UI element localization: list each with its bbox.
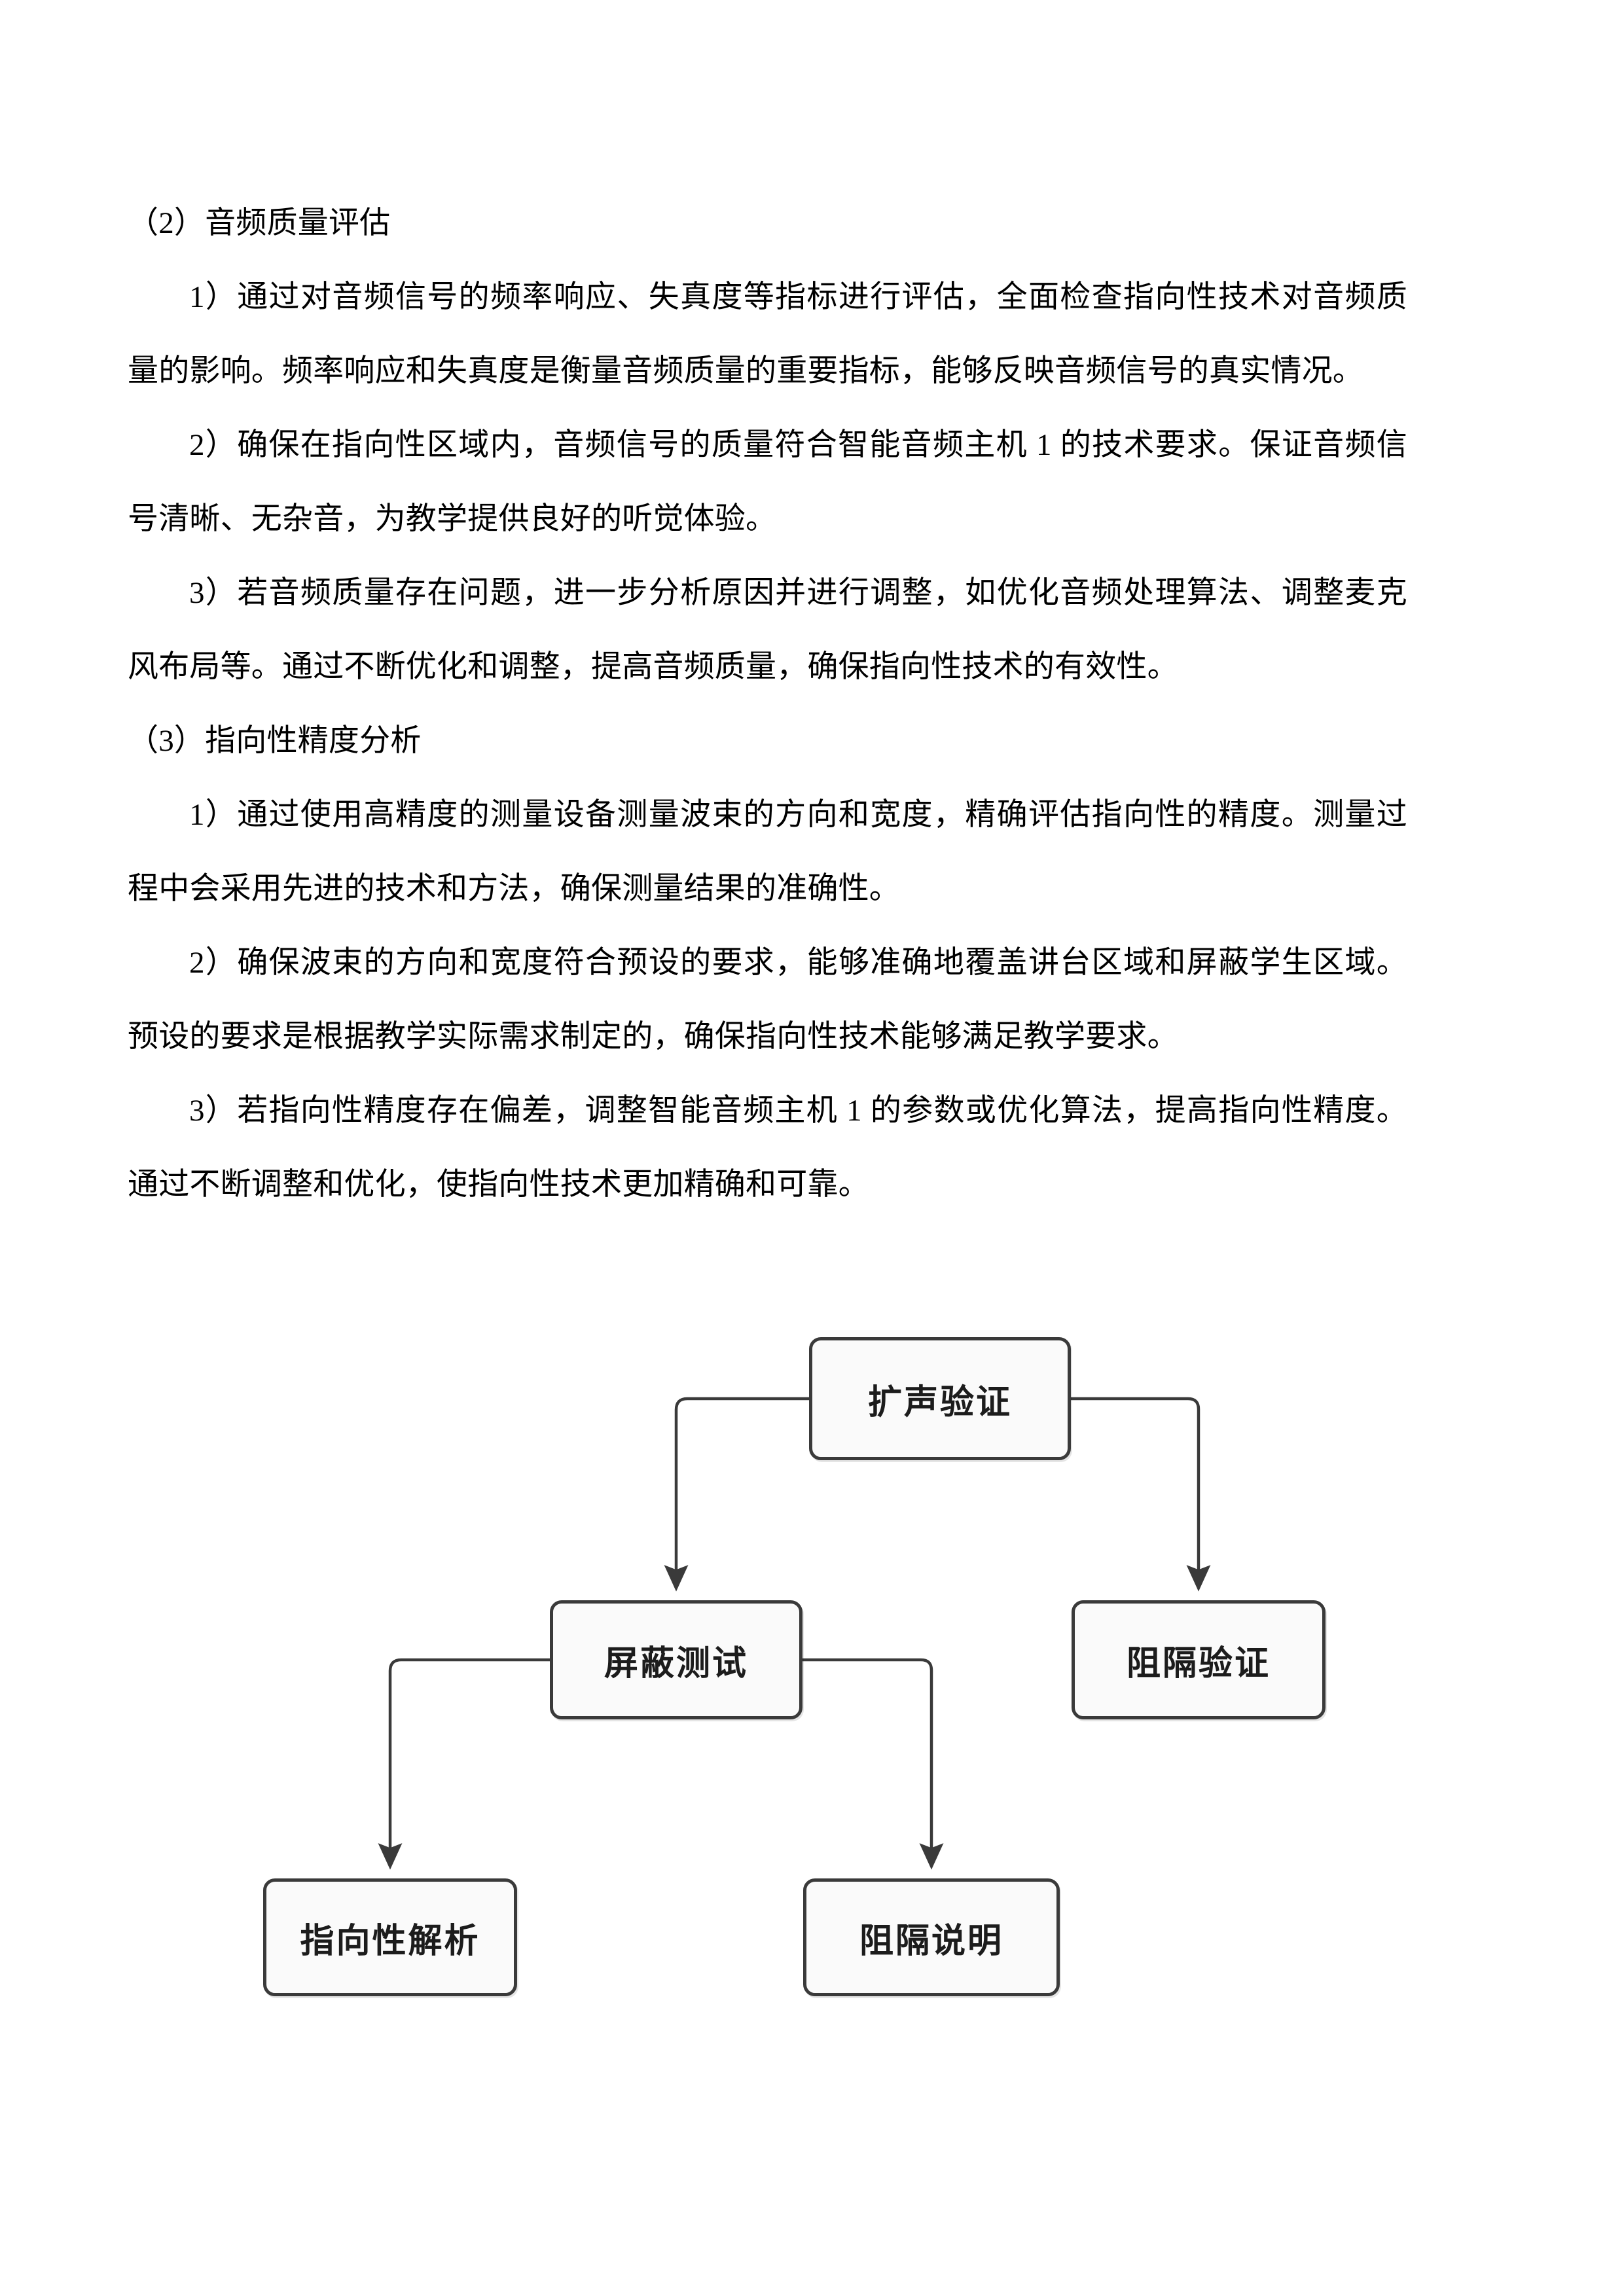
flow-node-amplification-verification[interactable]: 扩声验证	[809, 1337, 1071, 1460]
section-3-item-1: 1）通过使用高精度的测量设备测量波束的方向和宽度，精确评估指向性的精度。测量过程…	[128, 798, 1407, 906]
flow-node-isolation-verification[interactable]: 阻隔验证	[1072, 1600, 1326, 1719]
edge-shielding-test-to-directivity-analysis	[378, 1658, 550, 1870]
flowchart-connectors	[378, 1397, 1211, 1870]
edge-root-to-shielding-test	[664, 1397, 809, 1592]
section-2-item-2: 2）确保在指向性区域内，音频信号的质量符合智能音频主机 1 的技术要求。保证音频…	[128, 428, 1407, 536]
flowchart: 扩声验证 屏蔽测试 阻隔验证 指向性解析 阻隔说明	[0, 1302, 1624, 2055]
flow-node-isolation-description[interactable]: 阻隔说明	[803, 1878, 1060, 1996]
section-2-item-3: 3）若音频质量存在问题，进一步分析原因并进行调整，如优化音频处理算法、调整麦克风…	[128, 576, 1407, 684]
flow-node-label: 屏蔽测试	[604, 1643, 748, 1683]
flow-node-label: 阻隔说明	[859, 1921, 1003, 1961]
flow-node-directivity-analysis[interactable]: 指向性解析	[263, 1878, 517, 1996]
section-heading-3: （3）指向性精度分析	[128, 724, 422, 758]
flow-node-label: 阻隔验证	[1126, 1643, 1271, 1683]
section-heading-2: （2）音频质量评估	[128, 206, 391, 240]
flow-node-label: 指向性解析	[300, 1921, 480, 1961]
edge-root-to-isolation-verify	[1071, 1397, 1211, 1592]
section-3-item-3: 3）若指向性精度存在偏差，调整智能音频主机 1 的参数或优化算法，提高指向性精度…	[128, 1094, 1407, 1202]
section-2-item-1: 1）通过对音频信号的频率响应、失真度等指标进行评估，全面检查指向性技术对音频质量…	[128, 280, 1407, 388]
flow-node-shielding-test[interactable]: 屏蔽测试	[550, 1600, 803, 1719]
section-3-item-2: 2）确保波束的方向和宽度符合预设的要求，能够准确地覆盖讲台区域和屏蔽学生区域。预…	[128, 946, 1407, 1054]
document-body: （2）音频质量评估 1）通过对音频信号的频率响应、失真度等指标进行评估，全面检查…	[128, 187, 1407, 1222]
flow-node-label: 扩声验证	[867, 1382, 1012, 1422]
edge-shielding-test-to-isolation-description	[803, 1658, 944, 1870]
